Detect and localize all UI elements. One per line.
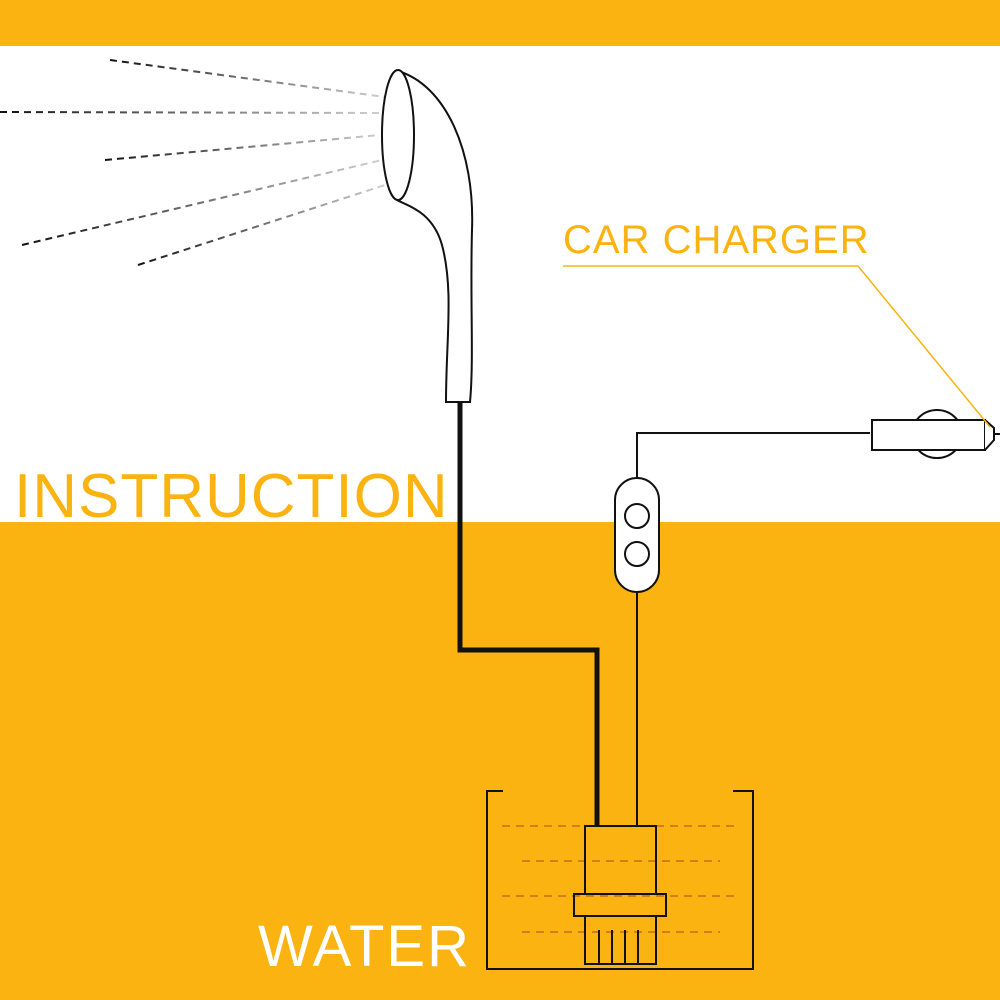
hose xyxy=(457,402,600,826)
spray-line xyxy=(109,59,386,98)
bottom-accent-band xyxy=(0,522,1000,1000)
instruction-title: INSTRUCTION xyxy=(14,462,449,531)
spray-line xyxy=(137,184,386,266)
charger-callout-line xyxy=(563,265,991,428)
spray-line xyxy=(104,134,381,161)
spray-line xyxy=(21,159,383,246)
spray-lines xyxy=(0,59,386,266)
spray-line xyxy=(0,111,381,114)
car-charger-label: CAR CHARGER xyxy=(563,218,870,262)
car-plug-icon xyxy=(871,409,1000,459)
pump-icon xyxy=(573,825,667,965)
water-container-icon xyxy=(486,790,754,970)
power-cable xyxy=(636,432,870,478)
switch-icon xyxy=(614,477,660,593)
top-accent-band xyxy=(0,0,1000,46)
water-label: WATER xyxy=(258,914,471,979)
shower-head-icon xyxy=(381,69,474,403)
